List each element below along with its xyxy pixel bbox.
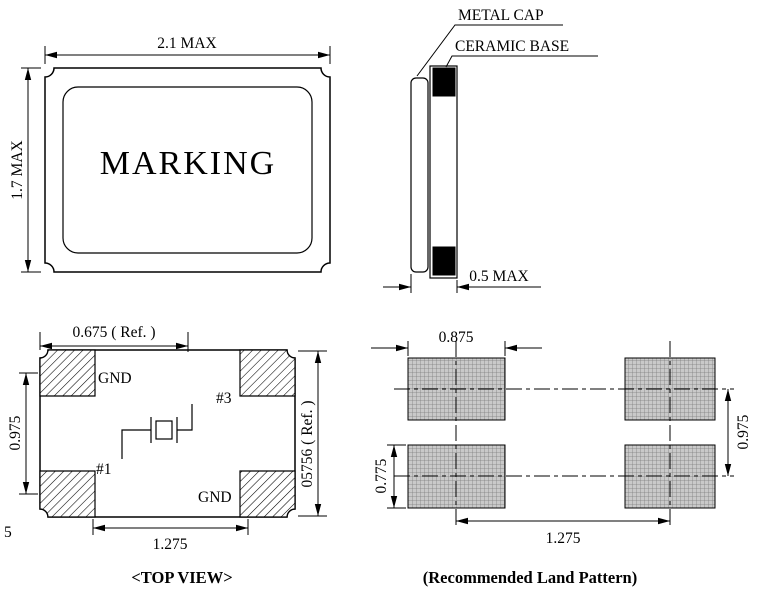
dim-vertical-pitch: 0.975 — [7, 372, 38, 495]
dim-row-pitch-label: 0.975 — [735, 414, 752, 449]
top-view-caption: <TOP VIEW> — [131, 568, 232, 587]
corner-pad-top-left — [39, 349, 96, 397]
crystal-lead-left — [121, 429, 151, 459]
pad-label-3: #3 — [216, 390, 232, 407]
land-pattern: 0.875 0.975 0.775 1.275 (Recommended Lan… — [371, 329, 752, 587]
package-cavity — [62, 86, 313, 254]
dim-right-ref-label: 05756 ( Ref. ) — [299, 401, 316, 488]
dim-height-label: 1.7 MAX — [9, 140, 26, 199]
metal-cap — [410, 77, 429, 273]
pad-label-gnd-top-left: GND — [98, 370, 132, 387]
pad-label-1: #1 — [96, 461, 112, 478]
dim-width: 2.1 MAX — [44, 35, 331, 64]
crystal-lead-right — [177, 404, 193, 431]
dim-vertical-pitch-label: 0.975 — [7, 415, 24, 450]
terminal-pad-bottom — [432, 246, 456, 276]
crystal-symbol — [121, 404, 193, 459]
dim-height: 1.7 MAX — [9, 67, 41, 273]
dim-pad-width-label: 0.875 — [439, 329, 474, 346]
dim-offset-label: 0.675 ( Ref. ) — [72, 324, 155, 341]
ceramic-base — [429, 65, 458, 279]
corner-pad-bottom-right — [239, 470, 296, 518]
package-outline — [44, 67, 331, 273]
side-view: METAL CAP CERAMIC BASE 0.5 MAX — [383, 7, 598, 293]
leader-line-ceramic-base — [445, 55, 598, 68]
dim-pad-offset: 0.675 ( Ref. ) — [39, 324, 189, 352]
pad-label-gnd-bottom-right: GND — [198, 489, 232, 506]
dim-horizontal-pitch-label: 1.275 — [153, 536, 188, 553]
top-view: GND #3 #1 GND 0.675 ( Ref. ) 0.975 — [4, 324, 327, 587]
corner-pad-top-right — [239, 349, 296, 397]
front-view: MARKING 2.1 MAX 1.7 MAX — [9, 35, 331, 273]
ceramic-base-label: CERAMIC BASE — [455, 38, 569, 55]
metal-cap-label: METAL CAP — [458, 7, 544, 24]
dim-right-ref: 05756 ( Ref. ) — [298, 350, 327, 517]
dim-pad-height: 0.775 — [373, 444, 406, 509]
dim-width-label: 2.1 MAX — [157, 35, 216, 52]
dim-pad-width: 0.875 — [371, 329, 542, 356]
dim-row-pitch: 0.975 — [724, 389, 752, 476]
dim-pad-height-label: 0.775 — [373, 458, 390, 493]
marking-text: MARKING — [100, 145, 276, 182]
dim-horizontal-pitch: 1.275 — [92, 519, 249, 553]
dim-thickness-label: 0.5 MAX — [469, 268, 528, 285]
corner-pad-bottom-left — [39, 470, 96, 518]
dim-column-pitch-label: 1.275 — [546, 530, 581, 547]
terminal-pad-top — [432, 67, 456, 97]
land-pattern-caption: (Recommended Land Pattern) — [423, 568, 637, 587]
crystal-body — [155, 420, 173, 440]
dim-thickness: 0.5 MAX — [383, 268, 541, 293]
page-number: 5 — [4, 524, 12, 541]
leader-line-metal-cap — [416, 24, 563, 77]
dim-column-pitch: 1.275 — [456, 517, 670, 547]
